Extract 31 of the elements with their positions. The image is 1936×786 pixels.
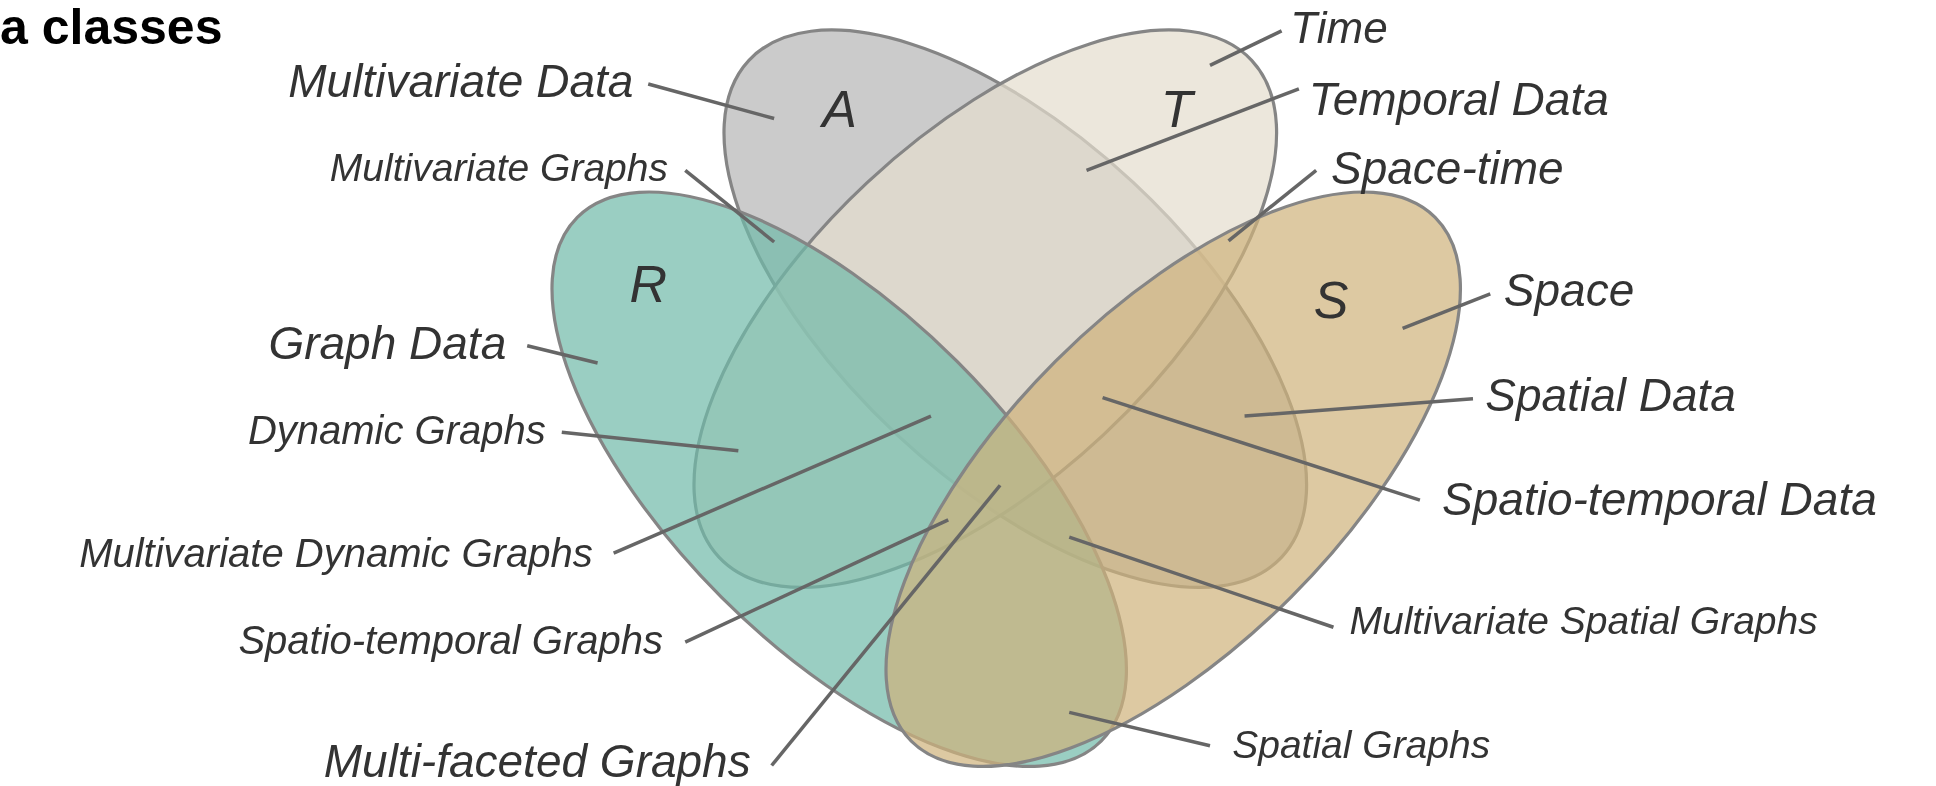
region-label: Multivariate Graphs <box>329 146 668 190</box>
region-label: Multi-faceted Graphs <box>323 735 751 786</box>
leader-line <box>612 414 932 555</box>
set-letter: S <box>1313 274 1349 326</box>
leader-line <box>1068 535 1335 629</box>
leader-line <box>1244 397 1474 418</box>
region-label: Temporal Data <box>1308 73 1609 125</box>
region-label: Time <box>1290 4 1388 53</box>
leader-line <box>1102 395 1421 502</box>
region-label: Multivariate Spatial Graphs <box>1349 599 1818 643</box>
set-letter: R <box>629 257 667 310</box>
region-label: Space <box>1503 264 1635 316</box>
region-label: Spatial Data <box>1485 369 1736 421</box>
leader-line <box>770 484 1002 767</box>
region-label: Multivariate Dynamic Graphs <box>79 531 593 576</box>
region-label: Spatio-temporal Graphs <box>238 617 664 662</box>
region-label: Dynamic Graphs <box>247 407 546 452</box>
leader-line <box>1209 29 1283 67</box>
leader-line <box>647 82 775 121</box>
region-label: Space-time <box>1331 142 1564 194</box>
set-letter: A <box>822 82 857 135</box>
region-label: Multivariate Data <box>288 56 634 107</box>
leader-line <box>1068 710 1211 748</box>
leader-line <box>684 518 949 644</box>
region-label: Graph Data <box>268 317 507 369</box>
leader-line <box>1401 292 1491 331</box>
region-label: Spatio-temporal Data <box>1442 473 1877 525</box>
heading: a classes <box>0 0 223 55</box>
region-label: Spatial Graphs <box>1232 723 1491 766</box>
leader-line <box>526 344 598 365</box>
leader-line <box>561 430 739 453</box>
